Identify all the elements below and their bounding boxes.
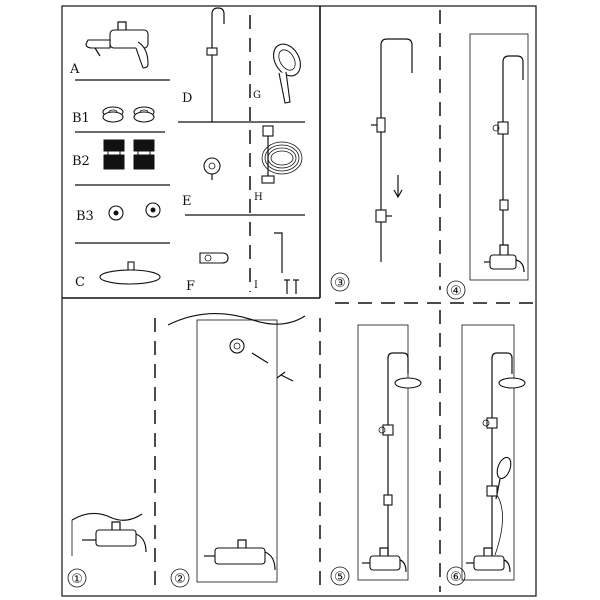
part-f-holder: F — [186, 252, 229, 294]
step-5-label: ⑤ — [334, 570, 346, 585]
parts-panel: A B1 B2 B3 — [69, 7, 305, 294]
step-1-label: ① — [71, 572, 83, 587]
label-a: A — [69, 62, 80, 77]
label-b2: B2 — [72, 154, 90, 169]
step-1-assembly: ① — [67, 512, 147, 588]
step-6-label: ⑥ — [450, 570, 462, 585]
part-e-wall-elbow: E — [182, 157, 221, 209]
step-3-assembly: ③ — [330, 38, 413, 292]
step-2-label: ② — [174, 572, 186, 587]
label-b3: B3 — [76, 209, 94, 224]
part-g-hand-shower: G — [253, 43, 301, 104]
label-d: D — [182, 91, 192, 106]
step-6-assembly: ⑥ — [446, 324, 526, 586]
label-e: E — [182, 194, 192, 209]
label-i: I — [254, 280, 258, 291]
label-h: H — [254, 192, 263, 203]
step-4-assembly: ④ — [446, 33, 529, 300]
outer-frame — [61, 5, 537, 597]
step-4-label: ④ — [450, 284, 462, 299]
label-b1: B1 — [72, 111, 90, 126]
label-f: F — [186, 279, 195, 294]
part-c-overhead-shower: C — [75, 261, 161, 290]
label-g: G — [253, 90, 261, 101]
step-5-assembly: ⑤ — [330, 324, 422, 586]
part-b2-eccentric-connectors: B2 — [72, 139, 155, 170]
part-h-hose: H — [254, 125, 303, 203]
part-b1-washers: B1 — [72, 106, 155, 126]
part-b3-flanges: B3 — [76, 202, 161, 224]
part-a-mixer-valve: A — [69, 21, 149, 77]
step-2-assembly: ② — [167, 313, 306, 588]
part-i-screws-allen-key: I — [254, 232, 299, 294]
step-3-label: ③ — [334, 276, 346, 291]
part-d-riser-rail: D — [182, 7, 225, 122]
label-c: C — [75, 275, 85, 290]
